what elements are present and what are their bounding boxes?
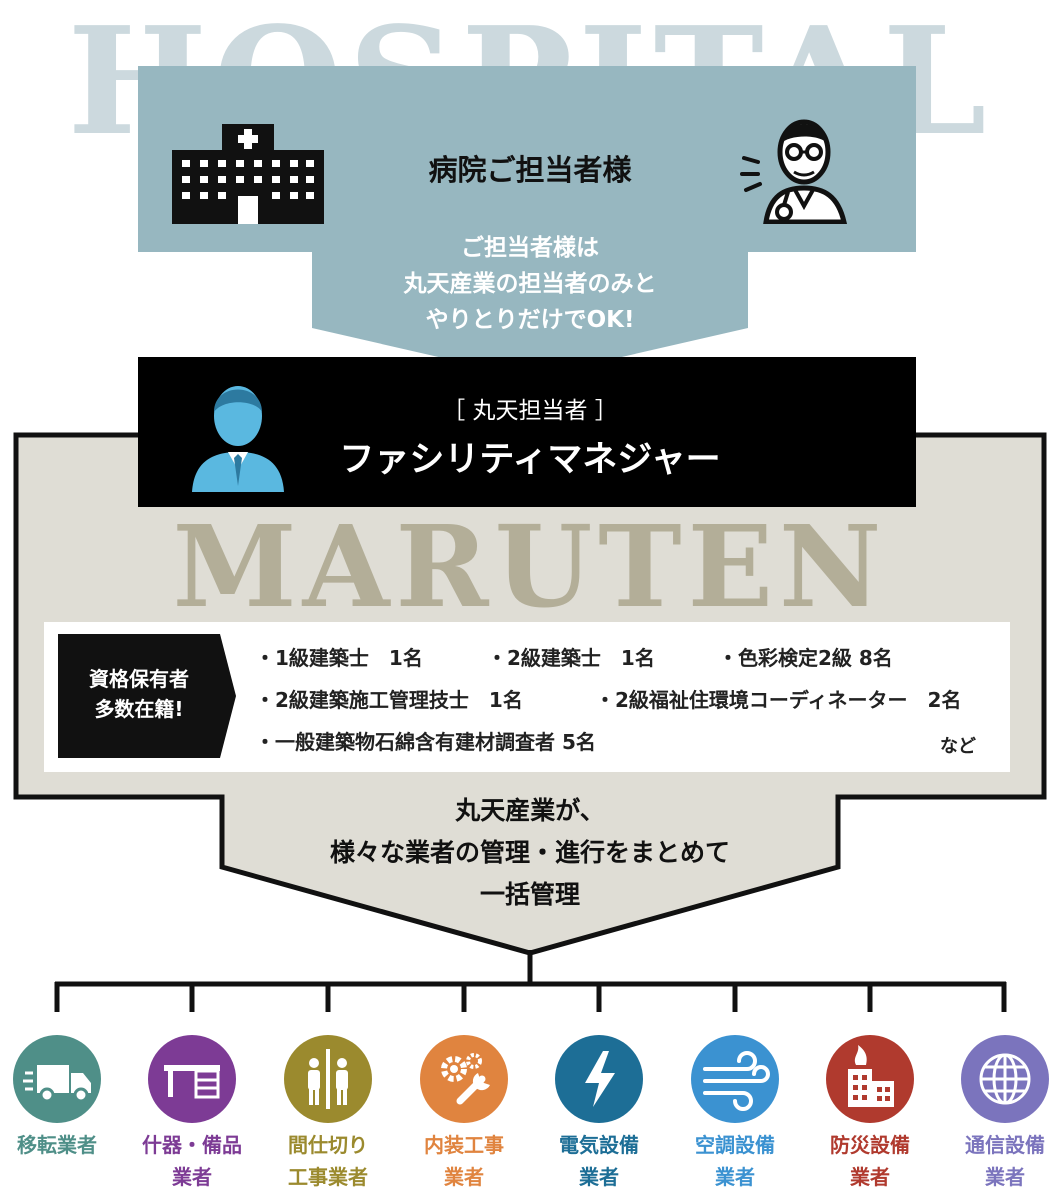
summary-line-3: 一括管理	[479, 880, 580, 909]
vendor-label-line: 業者	[444, 1165, 484, 1189]
doctor-icon	[740, 119, 848, 224]
hospital-message-line-3: やりとりだけでOK!	[425, 307, 635, 333]
truck-icon	[13, 1035, 101, 1123]
qualification-item: ・2級建築士 1名	[487, 646, 655, 670]
hospital-message: ご担当者様は 丸天産業の担当者のみと やりとりだけでOK!	[312, 230, 748, 338]
qualification-etc: など	[940, 736, 976, 757]
vendor-telecom: 通信設備 業者	[955, 1035, 1055, 1195]
vendor-tree-connector	[54, 950, 1007, 1012]
vendor-label-line: 業者	[985, 1165, 1025, 1189]
vendor-label-line: 什器・備品	[142, 1133, 242, 1157]
globe-icon	[961, 1035, 1049, 1123]
vendor-electrical: 電気設備 業者	[549, 1035, 649, 1195]
vendor-hvac: 空調設備 業者	[685, 1035, 785, 1195]
hospital-message-line-2: 丸天産業の担当者のみと	[403, 271, 657, 297]
maruten-summary: 丸天産業が、 様々な業者の管理・進行をまとめて 一括管理	[250, 790, 810, 916]
vendor-label-line: 業者	[172, 1165, 212, 1189]
qualifications-badge-text: 資格保有者 多数在籍!	[58, 664, 220, 724]
qualification-item: ・色彩検定2級 8名	[718, 646, 893, 670]
vendor-label-line: 工事業者	[288, 1165, 368, 1189]
tools-icon	[420, 1035, 508, 1123]
fire-building-icon	[826, 1035, 914, 1123]
maruten-bg-word: MARUTEN	[172, 502, 888, 633]
hospital-panel	[138, 66, 916, 378]
lightning-icon	[555, 1035, 643, 1123]
qualification-item: ・2級福祉住環境コーディネーター 2名	[595, 688, 962, 712]
vendor-label-line: 防災設備	[830, 1133, 910, 1157]
badge-line-1: 資格保有者	[89, 667, 189, 691]
vendor-label-line: 間仕切り	[288, 1133, 368, 1157]
vendor-label-line: 内装工事	[424, 1133, 504, 1157]
partition-icon	[284, 1035, 372, 1123]
desk-icon	[148, 1035, 236, 1123]
qualifications-badge	[58, 634, 236, 758]
vendor-label-line: 業者	[850, 1165, 890, 1189]
badge-line-2: 多数在籍!	[94, 697, 184, 721]
qualification-item: ・1級建築士 1名	[255, 646, 423, 670]
manager-title: ファシリティマネジャー	[339, 440, 721, 480]
summary-line-1: 丸天産業が、	[455, 796, 605, 825]
qualification-item: ・一般建築物石綿含有建材調査者 5名	[255, 730, 596, 754]
vendor-interior: 内装工事 業者	[414, 1035, 514, 1195]
vendor-partition: 間仕切り 工事業者	[278, 1035, 378, 1195]
hospital-message-line-1: ご担当者様は	[461, 235, 599, 261]
manager-bracket-label: ［ 丸天担当者 ］	[442, 398, 618, 424]
vendor-label-line: 移転業者	[17, 1133, 97, 1157]
wind-icon	[691, 1035, 779, 1123]
qualification-item: ・2級建築施工管理技士 1名	[255, 688, 523, 712]
vendor-moving: 移転業者	[7, 1035, 107, 1195]
businessman-icon	[192, 386, 284, 492]
summary-line-2: 様々な業者の管理・進行をまとめて	[329, 838, 730, 867]
vendor-label-line: 通信設備	[965, 1133, 1045, 1157]
hospital-building-icon	[172, 124, 324, 224]
hospital-title: 病院ご担当者様	[428, 153, 632, 187]
vendor-fire-safety: 防災設備 業者	[820, 1035, 920, 1195]
vendor-label-line: 空調設備	[695, 1133, 775, 1157]
vendor-furniture: 什器・備品 業者	[142, 1035, 242, 1195]
vendor-label-line: 業者	[715, 1165, 755, 1189]
vendor-label-line: 業者	[579, 1165, 619, 1189]
vendor-label-line: 電気設備	[559, 1133, 639, 1157]
